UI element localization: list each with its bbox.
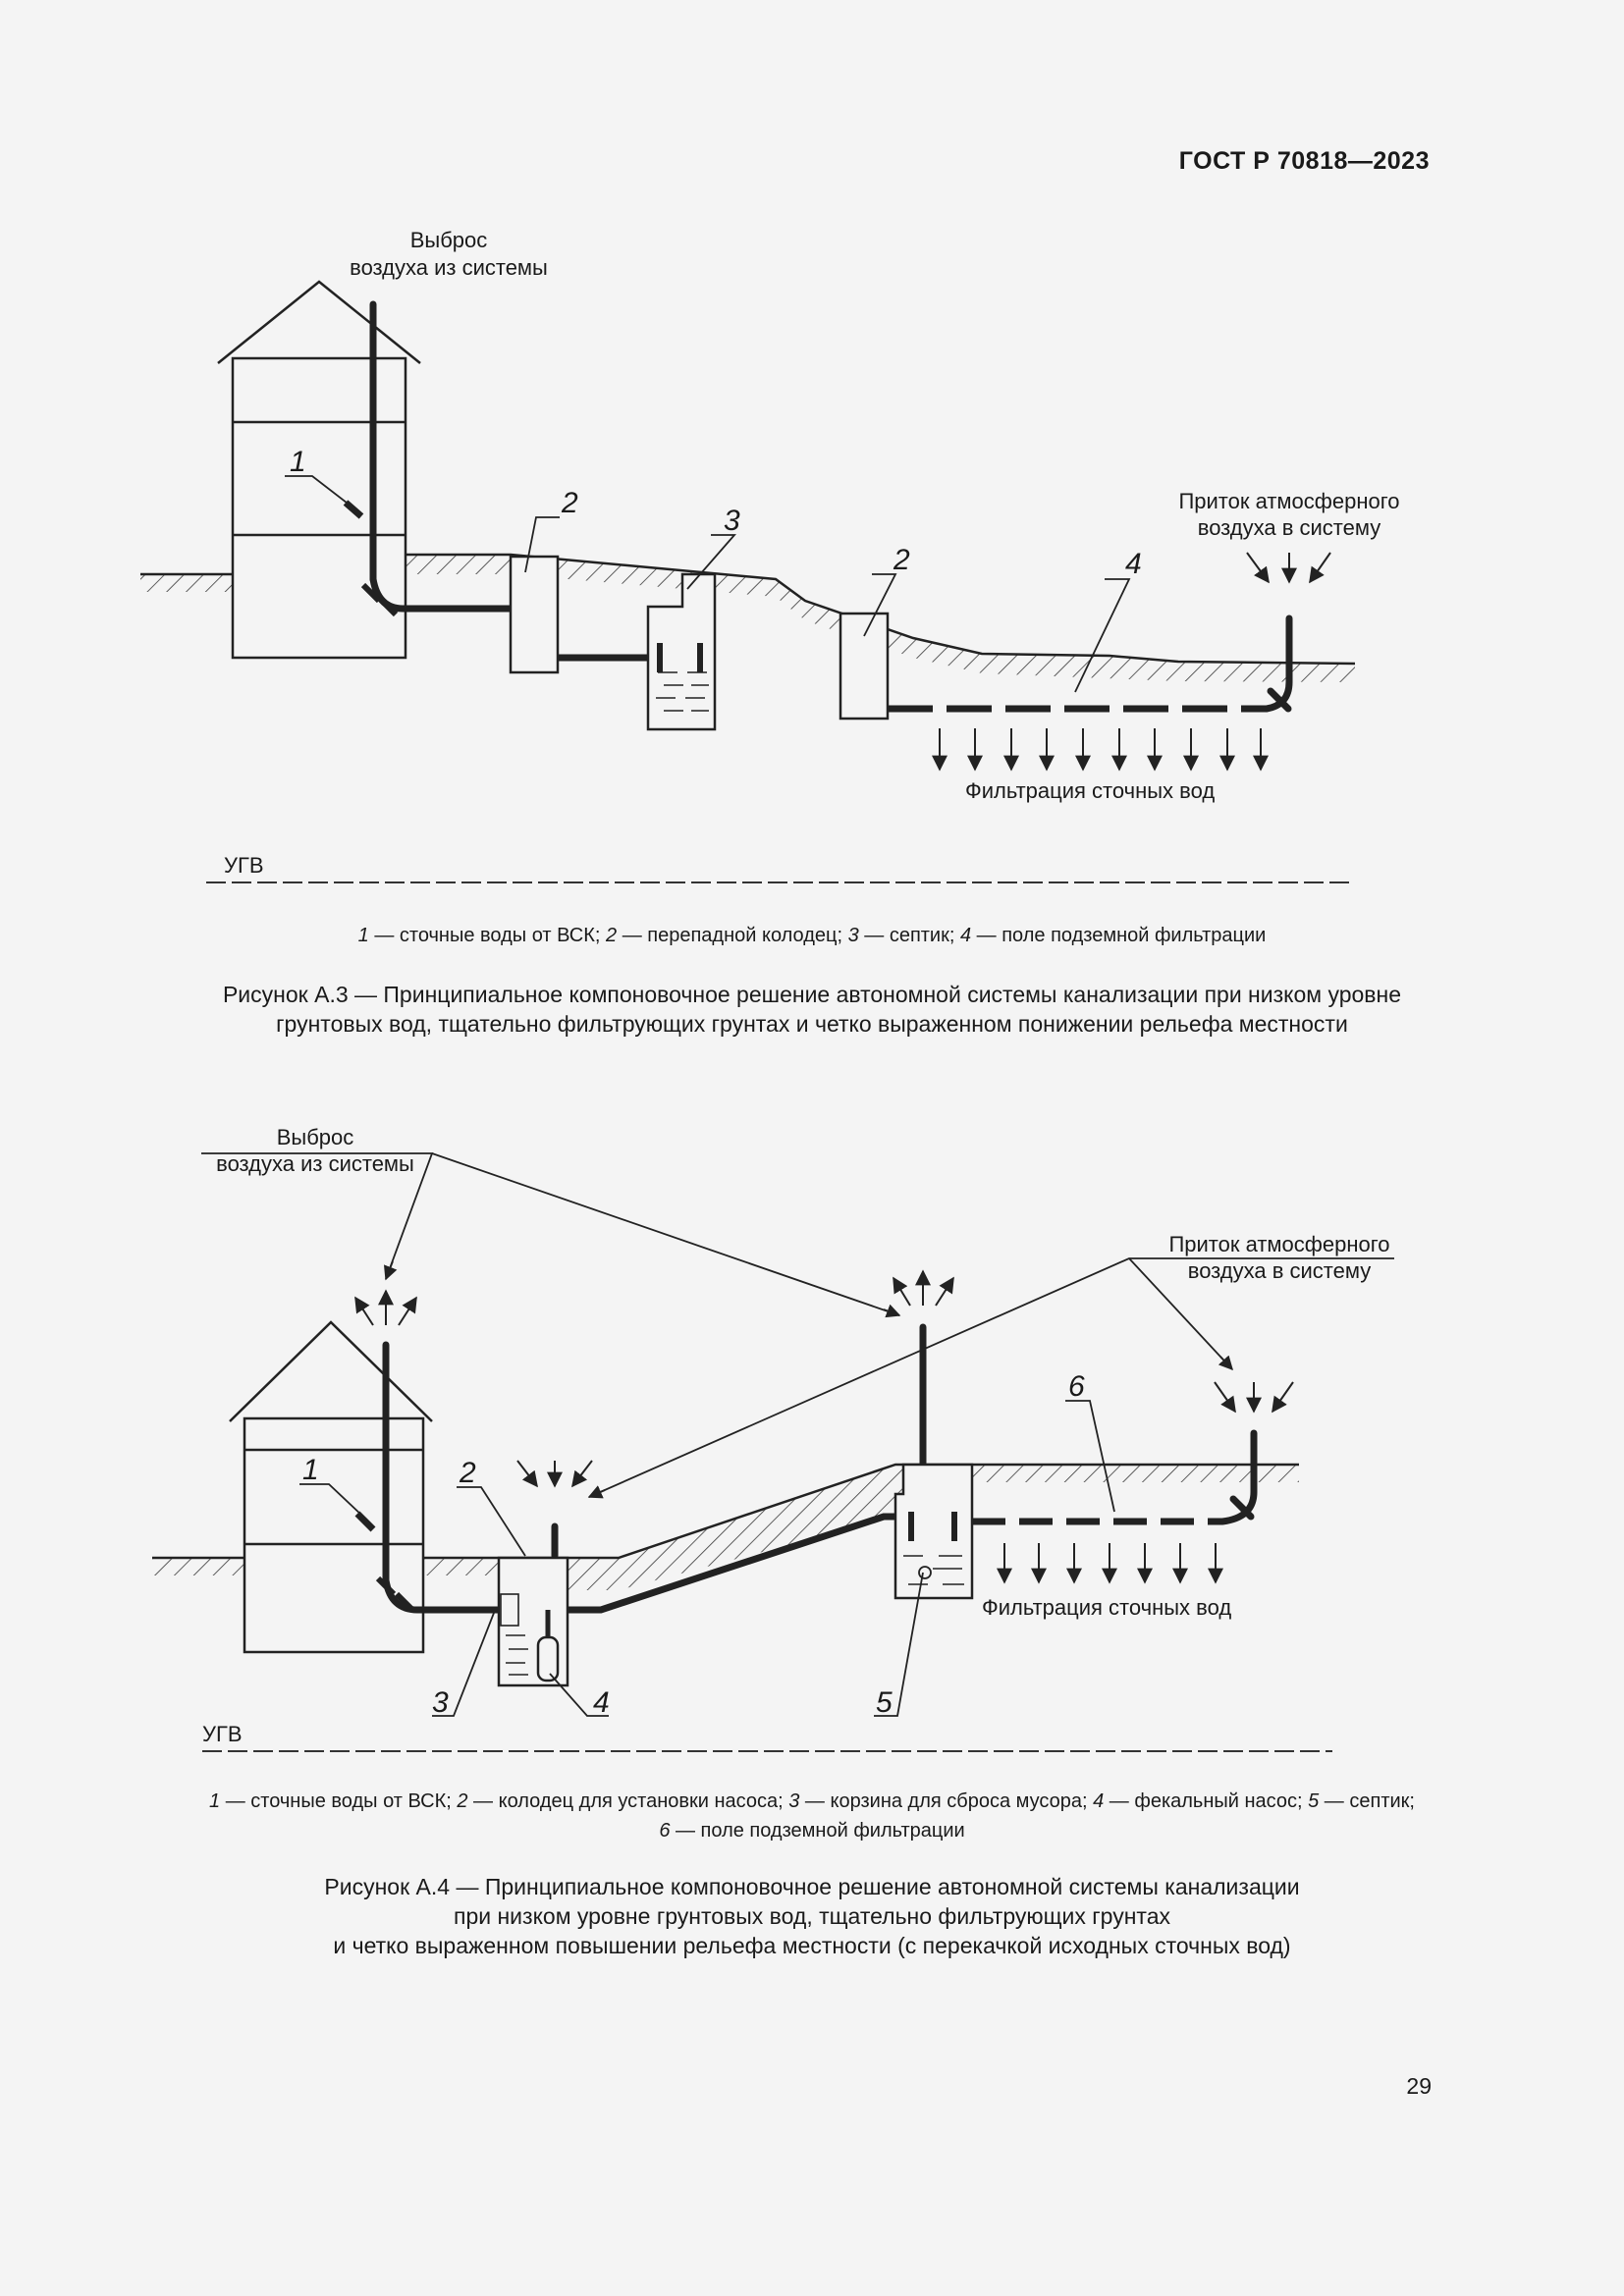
callout-1: 1 — [302, 1454, 319, 1486]
figure-a3-diagram: Выброс воздуха из системы — [140, 228, 1400, 883]
figure-a4-caption: Рисунок А.4 — Принципиальное компоновочн… — [324, 1874, 1300, 1958]
filtration-label: Фильтрация сточных вод — [982, 1595, 1231, 1620]
drop-well-1 — [509, 555, 560, 674]
callout-leaders — [285, 475, 1131, 693]
air-out-label-line2: воздуха из системы — [350, 255, 548, 280]
groundwater-level-label: УГВ — [202, 1722, 243, 1746]
air-in-label-line2: воздуха в систему — [1188, 1258, 1372, 1283]
callout-2b: 2 — [893, 544, 910, 576]
callout-3: 3 — [724, 505, 740, 537]
pump-well — [497, 1556, 569, 1687]
house — [229, 1320, 433, 1654]
air-out-label-line2: воздуха из системы — [216, 1151, 414, 1176]
drop-well-2 — [839, 612, 890, 721]
septic-tank — [646, 572, 717, 731]
figure-a3-legend: 1 — сточные воды от ВСК; 2 — перепадной … — [357, 925, 1267, 946]
air-out-label-line1: Выброс — [277, 1125, 354, 1149]
air-in-label-line1: Приток атмосферного — [1168, 1232, 1389, 1256]
document-code: ГОСТ Р 70818—2023 — [1178, 147, 1430, 175]
house — [217, 280, 421, 660]
filtration-arrows — [932, 728, 1269, 772]
air-in-label-line2: воздуха в систему — [1198, 515, 1381, 540]
figure-a3-caption: Рисунок А.3 — Принципиальное компоновочн… — [222, 982, 1402, 1037]
figure-a4-diagram: Выброс воздуха из системы Приток атмосфе… — [152, 1125, 1394, 1752]
leader-lines — [201, 1152, 1394, 1498]
figure-a4-legend: 1 — сточные воды от ВСК; 2 — колодец для… — [209, 1790, 1415, 1842]
septic-tank — [893, 1463, 974, 1600]
callout-2a: 2 — [561, 487, 578, 519]
air-out-arrows-septic — [893, 1269, 954, 1307]
groundwater-level-label: УГВ — [224, 853, 264, 878]
callout-5: 5 — [876, 1686, 893, 1719]
end-riser — [1218, 1429, 1258, 1525]
callout-leaders — [299, 1400, 1115, 1717]
air-out-arrows-house — [354, 1289, 417, 1326]
end-riser — [1263, 614, 1293, 713]
callout-1: 1 — [290, 446, 306, 478]
air-in-arrows-end — [1214, 1381, 1294, 1414]
air-in-arrows — [1246, 552, 1331, 584]
callout-3: 3 — [432, 1686, 449, 1719]
filtration-label: Фильтрация сточных вод — [965, 778, 1215, 803]
air-in-label-line1: Приток атмосферного — [1178, 489, 1399, 513]
leader-arrowheads — [383, 1260, 1233, 1499]
callout-6: 6 — [1068, 1370, 1085, 1403]
page-number: 29 — [1406, 2073, 1432, 2099]
callout-4: 4 — [1125, 548, 1142, 580]
callout-4: 4 — [593, 1686, 610, 1719]
air-in-arrows-well — [516, 1460, 593, 1488]
callout-2: 2 — [459, 1457, 476, 1489]
ground-surface — [140, 553, 1356, 682]
air-out-label-line1: Выброс — [410, 228, 488, 252]
filtration-arrows — [997, 1543, 1223, 1584]
